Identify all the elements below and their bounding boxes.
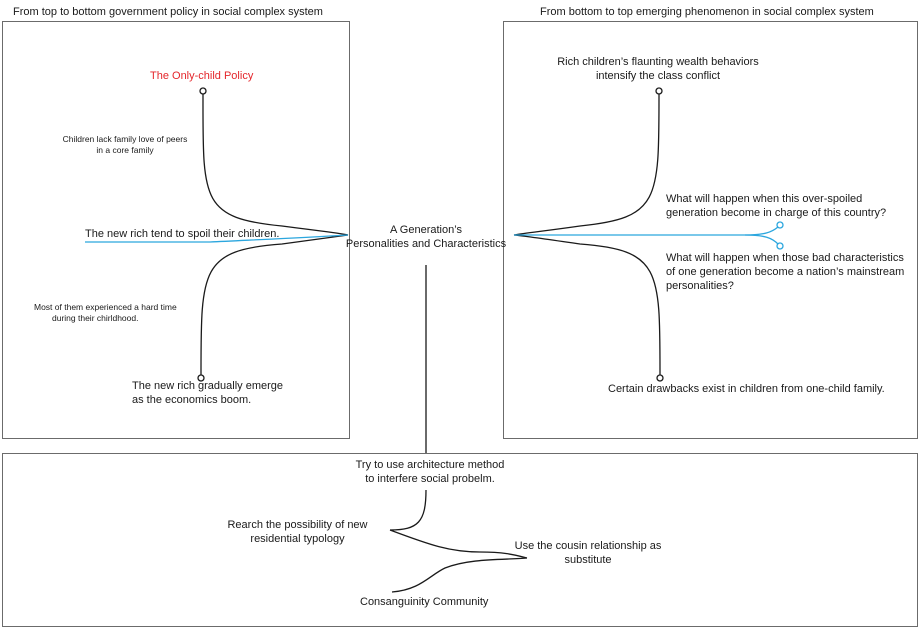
residential-typology-label: Rearch the possibility of new residentia… (215, 519, 380, 547)
question-over-spoiled-line-2: generation become in charge of this coun… (666, 206, 887, 219)
question-bad-characteristics-line-2: of one generation become a nation’s main… (666, 265, 905, 278)
question-bad-characteristics-line-1: What will happen when those bad characte… (666, 252, 904, 264)
question-bad-characteristics: What will happen when those bad characte… (666, 252, 904, 293)
center-node: A Generation’s Personalities and Charact… (340, 224, 512, 252)
top-down-panel (2, 21, 350, 439)
policy-label: The Only-child Policy (150, 70, 254, 82)
caption-top-down: From top to bottom government policy in … (13, 6, 323, 18)
question-over-spoiled: What will happen when this over-spoiled … (666, 193, 886, 221)
bottom-up-panel (503, 21, 918, 439)
hard-time-label: Most of them experienced a hard time dur… (34, 302, 177, 323)
caption-bottom-up: From bottom to top emerging phenomenon i… (540, 6, 874, 18)
architecture-method-line-1: Try to use architecture method (355, 459, 505, 471)
drawbacks-label: Certain drawbacks exist in children from… (608, 383, 885, 395)
lack-family-love-line-2: in a core family (96, 144, 154, 155)
cousin-relationship-line-1: Use the cousin relationship as (514, 540, 662, 552)
center-node-line-1: A Generation’s (390, 224, 462, 236)
center-node-line-2: Personalities and Characteristics (345, 237, 507, 250)
flaunting-wealth-line-1: Rich children’s flaunting wealth behavio… (557, 56, 759, 68)
question-bad-characteristics-line-3: personalities? (666, 279, 734, 292)
cousin-relationship-line-2: substitute (564, 553, 612, 566)
new-rich-emerge-label: The new rich gradually emerge as the eco… (132, 380, 283, 408)
cousin-relationship-label: Use the cousin relationship as substitut… (508, 540, 668, 568)
spoil-children-label: The new rich tend to spoil their childre… (85, 228, 280, 240)
consanguinity-community-label: Consanguinity Community (360, 596, 489, 608)
hard-time-line-1: Most of them experienced a hard time (34, 302, 177, 312)
flaunting-wealth-label: Rich children’s flaunting wealth behavio… (548, 56, 768, 84)
architecture-method-label: Try to use architecture method to interf… (342, 459, 518, 487)
hard-time-line-2: during their chirldhood. (52, 312, 139, 323)
residential-typology-line-2: residential typology (250, 532, 345, 545)
lack-family-love-line-1: Children lack family love of peers (62, 134, 188, 144)
architecture-method-panel (2, 453, 918, 627)
architecture-method-line-2: to interfere social probelm. (365, 472, 495, 485)
residential-typology-line-1: Rearch the possibility of new (227, 519, 368, 531)
flaunting-wealth-line-2: intensify the class conflict (595, 69, 721, 82)
lack-family-love-label: Children lack family love of peers in a … (40, 134, 210, 155)
question-over-spoiled-line-1: What will happen when this over-spoiled (666, 193, 863, 205)
new-rich-emerge-line-2: as the economics boom. (132, 393, 252, 406)
new-rich-emerge-line-1: The new rich gradually emerge (132, 380, 284, 392)
